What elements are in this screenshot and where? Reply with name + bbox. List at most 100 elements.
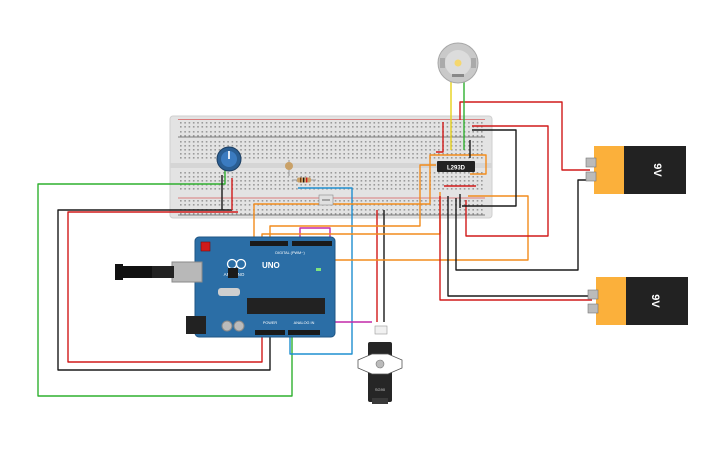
breadboard-hole (321, 213, 324, 215)
breadboard-hole (425, 172, 427, 174)
wire-black-battery-bottom[interactable] (447, 196, 592, 297)
dc-jack[interactable] (186, 316, 206, 334)
breadboard-hole (476, 131, 479, 133)
breadboard-hole (300, 213, 302, 215)
breadboard-hole (403, 184, 406, 186)
breadboard-hole (481, 157, 483, 159)
breadboard-hole (266, 135, 268, 137)
breadboard-hole (274, 213, 277, 215)
breadboard-hole (399, 135, 401, 137)
breadboard-hole (468, 153, 470, 155)
breadboard-hole (218, 145, 221, 147)
breadboard-hole (347, 176, 350, 178)
breadboard-hole (184, 200, 186, 202)
breadboard-hole (227, 184, 229, 186)
breadboard-hole (425, 200, 427, 202)
arduino-uno[interactable]: ARDUINO UNO DIGITAL (PWM~) POWER ANALOG … (115, 236, 336, 338)
breadboard-hole (395, 213, 397, 215)
wire-orange-3[interactable] (269, 164, 436, 243)
wire-blue-signal[interactable] (289, 187, 353, 355)
breadboard-hole (300, 184, 302, 186)
breadboard-hole (446, 122, 449, 124)
wire-red-battery-bottom[interactable] (439, 196, 592, 301)
pushbutton[interactable] (318, 194, 334, 206)
breadboard-hole (382, 149, 384, 151)
wire-orange-1[interactable] (253, 154, 487, 243)
breadboard-hole (420, 145, 423, 147)
breadboard-hole (420, 141, 423, 143)
breadboard-hole (339, 131, 341, 133)
resistor-horizontal[interactable] (292, 177, 316, 183)
breadboard-hole (188, 172, 191, 174)
breadboard-hole (403, 135, 406, 137)
wire-magenta-servo[interactable] (299, 227, 372, 323)
breadboard-hole (291, 131, 294, 133)
breadboard-hole (343, 153, 345, 155)
breadboard-hole (416, 126, 419, 128)
breadboard-hole (192, 122, 195, 124)
potentiometer[interactable] (216, 146, 242, 172)
breadboard-hole (420, 200, 423, 202)
breadboard-hole (438, 184, 440, 186)
breadboard-hole (283, 184, 285, 186)
reset-button[interactable] (200, 241, 211, 252)
breadboard-hole (253, 135, 255, 137)
wire-red-driver-top[interactable] (436, 122, 444, 153)
breadboard-hole (330, 213, 333, 215)
breadboard-hole (420, 213, 423, 215)
resistor-pot[interactable] (285, 160, 293, 176)
servo-motor[interactable]: SG90 (357, 325, 403, 404)
breadboard-hole (321, 176, 324, 178)
dc-motor[interactable] (437, 42, 479, 84)
breadboard-hole (309, 209, 311, 211)
breadboard-hole (352, 157, 354, 159)
breadboard-hole (377, 184, 380, 186)
battery-9v-top[interactable]: 9V (585, 146, 686, 194)
breadboard-hole (390, 204, 393, 206)
digital-header-label: DIGITAL (PWM~) (275, 251, 305, 255)
breadboard-hole (395, 126, 397, 128)
battery-9v-bottom[interactable]: 9V (587, 277, 688, 325)
breadboard-hole (287, 184, 290, 186)
breadboard-hole (347, 153, 350, 155)
breadboard-hole (274, 172, 277, 174)
wire-red-5v[interactable] (67, 211, 263, 363)
wire-black-driver-gnd[interactable] (462, 129, 517, 207)
breadboard-hole (416, 157, 419, 159)
breadboard-hole (270, 209, 272, 211)
breadboard-hole (330, 180, 333, 182)
breadboard-hole (309, 145, 311, 147)
breadboard-hole (377, 131, 380, 133)
breadboard-hole (210, 135, 212, 137)
breadboard-hole (184, 126, 186, 128)
breadboard-hole (309, 188, 311, 190)
wire-black-gnd[interactable] (57, 209, 271, 371)
breadboard-hole (420, 188, 423, 190)
breadboard-hole (309, 176, 311, 178)
breadboard-hole (184, 180, 186, 182)
breadboard-hole (446, 172, 449, 174)
breadboard-hole (287, 153, 290, 155)
breadboard-hole (313, 188, 315, 190)
breadboard-hole (420, 149, 423, 151)
wire-black-battery-top[interactable] (455, 179, 590, 271)
breadboard-hole (382, 180, 384, 182)
usb-port[interactable] (171, 261, 203, 283)
breadboard-hole (450, 204, 453, 206)
breadboard-hole (326, 176, 328, 178)
breadboard-hole (373, 172, 376, 174)
wire-red-driver-vcc[interactable] (465, 125, 549, 237)
breadboard-hole (412, 172, 414, 174)
breadboard-hole (356, 209, 358, 211)
breadboard-hole (463, 184, 466, 186)
breadboard-hole (386, 157, 388, 159)
wire-red-battery-top[interactable] (459, 101, 590, 171)
breadboard-hole (343, 122, 345, 124)
wire-green-pot[interactable] (37, 170, 293, 397)
breadboard-hole (300, 172, 302, 174)
breadboard-hole (395, 135, 397, 137)
motor-driver-chip[interactable]: L293D (437, 161, 475, 172)
breadboard[interactable] (169, 115, 493, 219)
breadboard-hole (257, 145, 259, 147)
